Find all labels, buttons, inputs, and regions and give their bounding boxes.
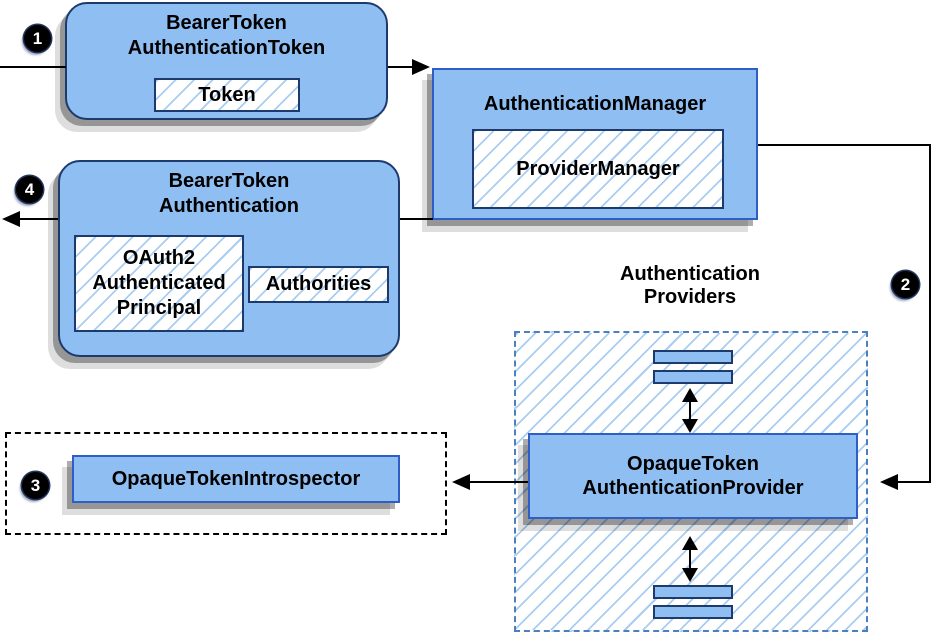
double-arrow-upper-line: [689, 399, 691, 421]
authentication-manager-title: AuthenticationManager: [483, 93, 707, 115]
flow-token-to-manager-line: [388, 66, 416, 68]
flow-step2-line-top: [758, 144, 931, 146]
authentication-providers-heading: Authentication Providers: [620, 263, 760, 308]
bearer-token-authentication-title: BearerToken Authentication: [159, 170, 299, 217]
flow-step4-line: [18, 218, 58, 220]
bearer-token-authentication-token-title: BearerToken AuthenticationToken: [127, 12, 326, 59]
other-provider-bar: [653, 370, 733, 384]
provider-manager-chip: ProviderManager: [472, 129, 724, 209]
introspector-dashed-container: OpaqueTokenIntrospector: [5, 432, 447, 535]
node-authentication-manager: AuthenticationManager ProviderManager: [432, 68, 758, 220]
node-bearer-token-authentication: BearerToken Authentication OAuth2 Authen…: [58, 160, 400, 357]
other-provider-bar: [653, 350, 733, 364]
flow-manager-to-authentication-line: [400, 218, 433, 220]
authorities-chip: Authorities: [248, 266, 389, 303]
step-4-badge: 4: [16, 176, 43, 203]
double-arrow-up-icon: [682, 388, 698, 402]
flow-step3-line: [468, 481, 528, 483]
oauth2-authenticated-principal-chip: OAuth2 Authenticated Principal: [74, 235, 244, 332]
node-opaque-token-introspector: OpaqueTokenIntrospector: [72, 455, 400, 503]
double-arrow-down-icon: [682, 568, 698, 582]
double-arrow-down-icon: [682, 419, 698, 433]
flow-step1-line: [0, 66, 66, 68]
arrowhead-into-manager-icon: [412, 59, 430, 75]
arrowhead-into-provider-icon: [880, 474, 898, 490]
flow-step2-line-bottom: [896, 481, 931, 483]
step-3-badge: 3: [22, 472, 49, 499]
step-2-badge: 2: [892, 271, 919, 298]
token-chip: Token: [154, 78, 300, 112]
flow-step2-line-right: [929, 144, 931, 483]
double-arrow-lower-line: [689, 547, 691, 570]
other-provider-bar: [653, 605, 733, 619]
authentication-providers-region: OpaqueToken AuthenticationProvider: [514, 331, 868, 632]
other-provider-bar: [653, 585, 733, 599]
step-1-badge: 1: [24, 25, 51, 52]
node-opaque-token-authentication-provider: OpaqueToken AuthenticationProvider: [528, 433, 858, 519]
double-arrow-up-icon: [682, 536, 698, 550]
node-bearer-token-authentication-token: BearerToken AuthenticationToken Token: [65, 2, 388, 120]
arrowhead-into-introspector-icon: [452, 474, 470, 490]
arrowhead-step4-icon: [2, 211, 20, 227]
